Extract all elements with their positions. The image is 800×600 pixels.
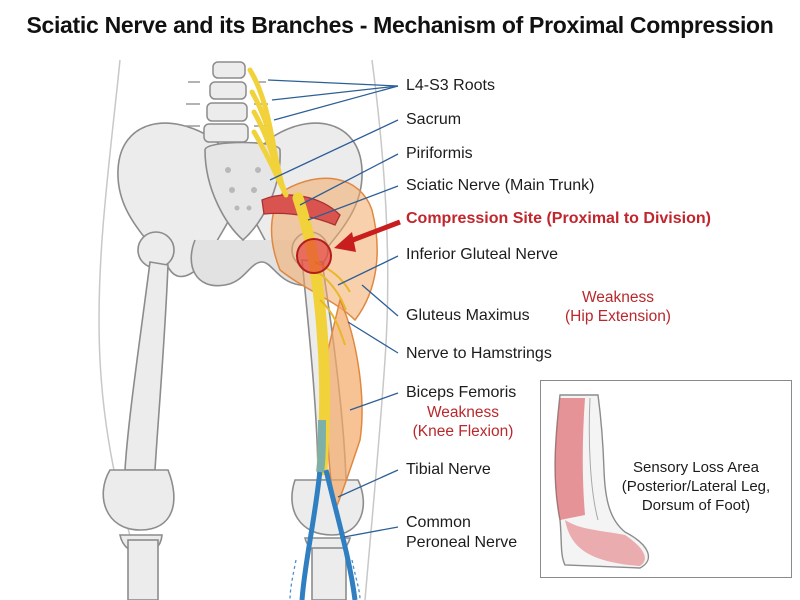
label-sacrum: Sacrum <box>406 111 462 128</box>
label-inferior-gluteal: Inferior Gluteal Nerve <box>406 246 559 263</box>
weakness-hip-line1: Weakness <box>581 289 655 306</box>
label-gluteus-maximus: Gluteus Maximus <box>406 307 530 324</box>
weakness-knee-line1: Weakness <box>426 404 500 421</box>
compression-site-marker <box>296 238 332 274</box>
label-peroneal-line2: Peroneal Nerve <box>406 534 518 551</box>
left-femur <box>102 231 175 600</box>
sensory-line1: Sensory Loss Area <box>633 459 759 476</box>
label-sciatic-trunk: Sciatic Nerve (Main Trunk) <box>406 177 595 194</box>
leader-lines <box>267 79 399 538</box>
nerve-roots <box>247 67 289 198</box>
weakness-hip: Weakness (Hip Extension) <box>552 288 684 326</box>
tibial-nerve <box>299 469 323 600</box>
diagram-title: Sciatic Nerve and its Branches - Mechani… <box>26 12 774 38</box>
label-nerve-hamstrings: Nerve to Hamstrings <box>406 345 552 362</box>
lumbar-spine <box>184 61 270 143</box>
weakness-knee: Weakness (Knee Flexion) <box>400 403 526 441</box>
label-biceps-femoris: Biceps Femoris <box>406 384 517 401</box>
sensory-loss-text: Sensory Loss Area (Posterior/Lateral Leg… <box>604 458 788 515</box>
sensory-line3: Dorsum of Foot) <box>641 497 751 514</box>
body-outline-right <box>364 59 389 600</box>
label-roots: L4-S3 Roots <box>406 77 495 94</box>
body-outline <box>98 59 151 600</box>
sensory-line2: (Posterior/Lateral Leg, <box>621 478 771 495</box>
label-piriformis: Piriformis <box>406 145 473 162</box>
compression-arrow <box>344 219 401 246</box>
weakness-hip-line2: (Hip Extension) <box>565 308 671 325</box>
common-peroneal-nerve <box>323 469 358 600</box>
label-compression-site: Compression Site (Proximal to Division) <box>406 210 711 227</box>
label-peroneal-line1: Common <box>406 514 471 531</box>
weakness-knee-line2: (Knee Flexion) <box>412 423 514 440</box>
label-tibial-nerve: Tibial Nerve <box>406 461 491 478</box>
